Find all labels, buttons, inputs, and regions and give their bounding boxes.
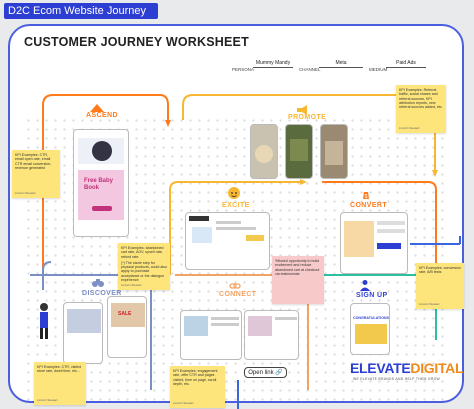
discover-image-2: [111, 303, 145, 327]
sticky-ascend-text: KPI Examples: CTR, email open rate, emai…: [15, 153, 52, 170]
persona-field[interactable]: Mummy Mandy: [253, 60, 293, 68]
excite-product-image: [192, 227, 212, 243]
promote-phone-1[interactable]: [250, 124, 278, 179]
ascend-hero-image: [78, 138, 124, 164]
megaphone-icon: [296, 102, 308, 115]
sticky-convert-note[interactable]: *Missed opportunity to build excitement …: [272, 256, 324, 304]
excite-checkout-button[interactable]: [246, 235, 264, 241]
stage-convert-label: CONVERT: [350, 202, 388, 209]
connect-page-1[interactable]: [180, 310, 242, 360]
person-icon: [359, 278, 371, 291]
channel-field[interactable]: Meta: [319, 60, 363, 68]
logo-word-digital: DIGITAL: [410, 360, 464, 376]
convert-product-image: [344, 221, 374, 257]
blue-connector-horizontal: [410, 243, 460, 245]
convert-line-1: [377, 221, 405, 225]
sticky-excite-note: (*) The sizzle step for physical product…: [121, 260, 167, 283]
stage-excite-label: EXCITE: [222, 202, 250, 209]
sticky-excite-author: Lincoln Stewart: [121, 282, 142, 287]
discover-person-figure: [36, 302, 52, 340]
stage-promote-label: PROMOTE: [288, 114, 327, 121]
connect-image-1: [184, 316, 208, 336]
elevate-digital-logo: ELEVATEDIGITAL: [350, 360, 464, 376]
ascend-cta-button[interactable]: [92, 206, 112, 211]
sticky-discover-author: Lincoln Stewart: [37, 397, 58, 402]
promote-image-2: [290, 139, 308, 161]
medium-field[interactable]: Paid Ads: [386, 60, 426, 68]
sticky-ascend-author: Lincoln Stewart: [15, 190, 36, 195]
svg-text:$: $: [365, 194, 368, 200]
persona-label: PERSONA: [232, 67, 255, 72]
medium-label: MEDIUM: [369, 67, 388, 72]
sticky-promote-author: Lincoln Stewart: [399, 125, 420, 130]
excite-line-2: [216, 227, 256, 230]
ascend-icon: [89, 100, 105, 112]
ascend-phone-screen[interactable]: Free Baby Book: [73, 129, 129, 237]
cookie-image: [92, 141, 112, 161]
stage-ascend-label: ASCEND: [86, 112, 118, 119]
blue-connector-bottom: [237, 380, 239, 409]
worksheet-title: CUSTOMER JOURNEY WORKSHEET: [24, 35, 249, 49]
dollar-icon: $: [360, 188, 372, 200]
connect-line-1: [211, 317, 239, 320]
signup-image: [355, 324, 387, 344]
connect-page-2[interactable]: [244, 310, 299, 360]
sticky-connect-author: Lincoln Stewart: [173, 400, 194, 405]
promote-image-3: [325, 141, 343, 165]
convert-line-2: [377, 229, 405, 233]
sticky-convert-text: KPI Examples: conversion rate, A/B tests: [419, 266, 461, 275]
promote-phone-3[interactable]: [320, 124, 348, 179]
sticky-promote-text: KPI Examples: Referral traffic, social s…: [399, 88, 442, 110]
sticky-discover-kpi[interactable]: KPI Examples: CTR, visited store rate, d…: [34, 362, 86, 405]
discover-phone-1[interactable]: [63, 302, 103, 364]
ascend-banner-text: Free Baby Book: [84, 178, 114, 191]
open-link-label: Open link: [248, 370, 274, 376]
discover-phone-2[interactable]: SALE: [107, 296, 147, 358]
logo-tagline: WE ELEVATE BRANDS AND HELP THEM GROW: [353, 377, 441, 381]
sticky-convert-note-text: *Missed opportunity to build excitement …: [275, 259, 320, 276]
excite-cart-screen[interactable]: [185, 212, 270, 270]
link-icon: 🔗: [275, 370, 283, 376]
chain-link-icon: [229, 278, 241, 289]
discover-sale-badge: SALE: [118, 311, 132, 317]
connect-image-2: [248, 316, 272, 336]
binoculars-icon: [91, 276, 105, 288]
connect-line-2: [211, 323, 239, 326]
convert-pay-button[interactable]: [377, 243, 401, 249]
sticky-convert-author: Lincoln Stewart: [419, 301, 440, 306]
sticky-ascend-kpi[interactable]: KPI Examples: CTR, email open rate, emai…: [12, 150, 60, 198]
stage-signup-label: SIGN UP: [356, 292, 388, 299]
signup-banner-text: CONGRATULATIONS!: [353, 316, 390, 320]
convert-checkout-screen[interactable]: [340, 212, 408, 274]
open-link-button[interactable]: Open link 🔗: [244, 367, 287, 378]
sticky-promote-kpi[interactable]: KPI Examples: Referral traffic, social s…: [396, 85, 446, 133]
sticky-connect-kpi[interactable]: KPI Examples: engagement rate, offer CTR…: [170, 366, 225, 408]
promote-image-1: [255, 145, 273, 163]
excite-header: [189, 216, 209, 221]
smiley-icon: [228, 187, 240, 199]
stage-connect-label: CONNECT: [219, 291, 257, 298]
connect-line-3: [275, 317, 297, 320]
blue-connector-vertical: [459, 236, 461, 244]
sticky-convert-kpi[interactable]: KPI Examples: conversion rate, A/B tests…: [416, 263, 464, 309]
promote-phone-2[interactable]: [285, 124, 313, 179]
signup-phone-screen[interactable]: CONGRATULATIONS!: [350, 303, 390, 355]
sticky-discover-text: KPI Examples: CTR, visited store rate, d…: [37, 365, 82, 374]
excite-line-1: [216, 221, 241, 224]
ascend-book-promo: Free Baby Book: [78, 170, 124, 220]
channel-label: CHANNEL: [299, 67, 321, 72]
sticky-excite-kpi[interactable]: KPI Examples: abandoned cart rate, AOV, …: [118, 243, 170, 290]
logo-word-elevate: ELEVATE: [350, 360, 411, 376]
discover-image-1: [67, 309, 101, 333]
sticky-excite-text: KPI Examples: abandoned cart rate, AOV, …: [121, 246, 164, 259]
board-title-tag[interactable]: D2C Ecom Website Journey: [4, 3, 158, 19]
sticky-connect-text: KPI Examples: engagement rate, offer CTR…: [173, 369, 218, 386]
stage-discover-label: DISCOVER: [82, 290, 122, 297]
